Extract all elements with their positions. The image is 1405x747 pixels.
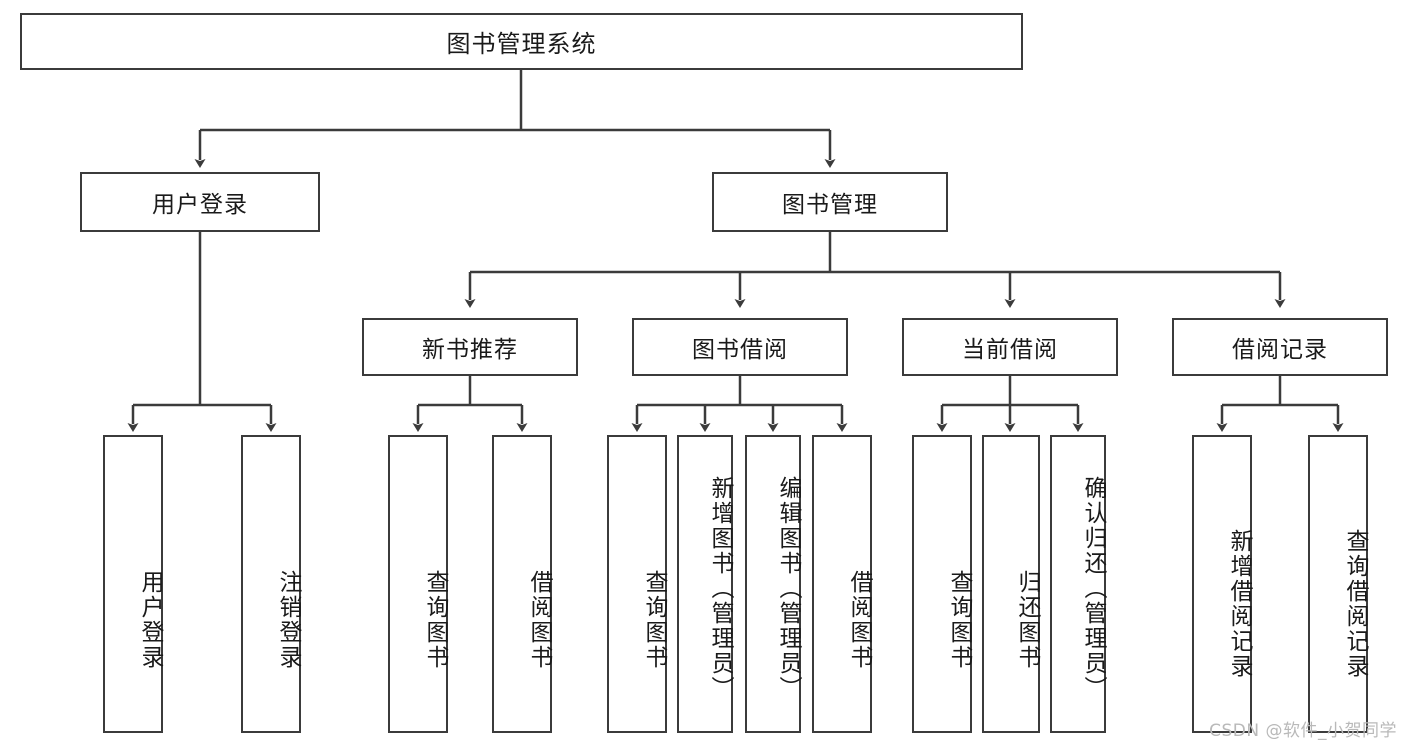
node-book-management[interactable]: 图书管理 xyxy=(712,172,948,232)
node-label: 确认归还（管理员） xyxy=(1080,475,1106,701)
node-label: 借阅图书 xyxy=(526,570,552,670)
leaf-query-book-borrow[interactable]: 查询图书 xyxy=(607,435,667,733)
node-user-login[interactable]: 用户登录 xyxy=(80,172,320,232)
node-borrow-record[interactable]: 借阅记录 xyxy=(1172,318,1388,376)
leaf-query-book-recommend[interactable]: 查询图书 xyxy=(388,435,448,733)
node-label: 归还图书 xyxy=(1014,570,1040,670)
node-label: 图书借阅 xyxy=(692,337,788,363)
watermark-text: CSDN @软件_小贺同学 xyxy=(1209,721,1397,741)
node-label: 编辑图书（管理员） xyxy=(775,475,801,701)
node-label: 新书推荐 xyxy=(422,337,518,363)
node-label: 新增图书（管理员） xyxy=(707,475,733,701)
leaf-add-borrow-record[interactable]: 新增借阅记录 xyxy=(1192,435,1252,733)
leaf-logout-login[interactable]: 注销登录 xyxy=(241,435,301,733)
node-label: 查询图书 xyxy=(641,570,667,670)
node-label: 注销登录 xyxy=(275,570,301,670)
node-root-book-management-system[interactable]: 图书管理系统 xyxy=(20,13,1023,70)
node-label: 新增借阅记录 xyxy=(1226,529,1252,679)
leaf-add-book-admin[interactable]: 新增图书（管理员） xyxy=(677,435,733,733)
leaf-return-book[interactable]: 归还图书 xyxy=(982,435,1040,733)
node-current-borrow[interactable]: 当前借阅 xyxy=(902,318,1118,376)
node-label: 用户登录 xyxy=(137,570,163,670)
node-label: 查询图书 xyxy=(946,570,972,670)
node-label: 借阅图书 xyxy=(846,570,872,670)
leaf-query-book-current[interactable]: 查询图书 xyxy=(912,435,972,733)
leaf-borrow-book[interactable]: 借阅图书 xyxy=(812,435,872,733)
node-label: 查询借阅记录 xyxy=(1342,529,1368,679)
node-label: 图书管理系统 xyxy=(446,30,597,58)
leaf-borrow-book-recommend[interactable]: 借阅图书 xyxy=(492,435,552,733)
leaf-edit-book-admin[interactable]: 编辑图书（管理员） xyxy=(745,435,801,733)
node-label: 当前借阅 xyxy=(962,337,1058,363)
node-new-book-recommend[interactable]: 新书推荐 xyxy=(362,318,578,376)
node-label: 借阅记录 xyxy=(1232,337,1328,363)
node-label: 用户登录 xyxy=(152,192,248,218)
node-book-borrow[interactable]: 图书借阅 xyxy=(632,318,848,376)
leaf-user-login[interactable]: 用户登录 xyxy=(103,435,163,733)
node-label: 图书管理 xyxy=(782,192,878,218)
node-label: 查询图书 xyxy=(422,570,448,670)
leaf-confirm-return-admin[interactable]: 确认归还（管理员） xyxy=(1050,435,1106,733)
leaf-query-borrow-record[interactable]: 查询借阅记录 xyxy=(1308,435,1368,733)
